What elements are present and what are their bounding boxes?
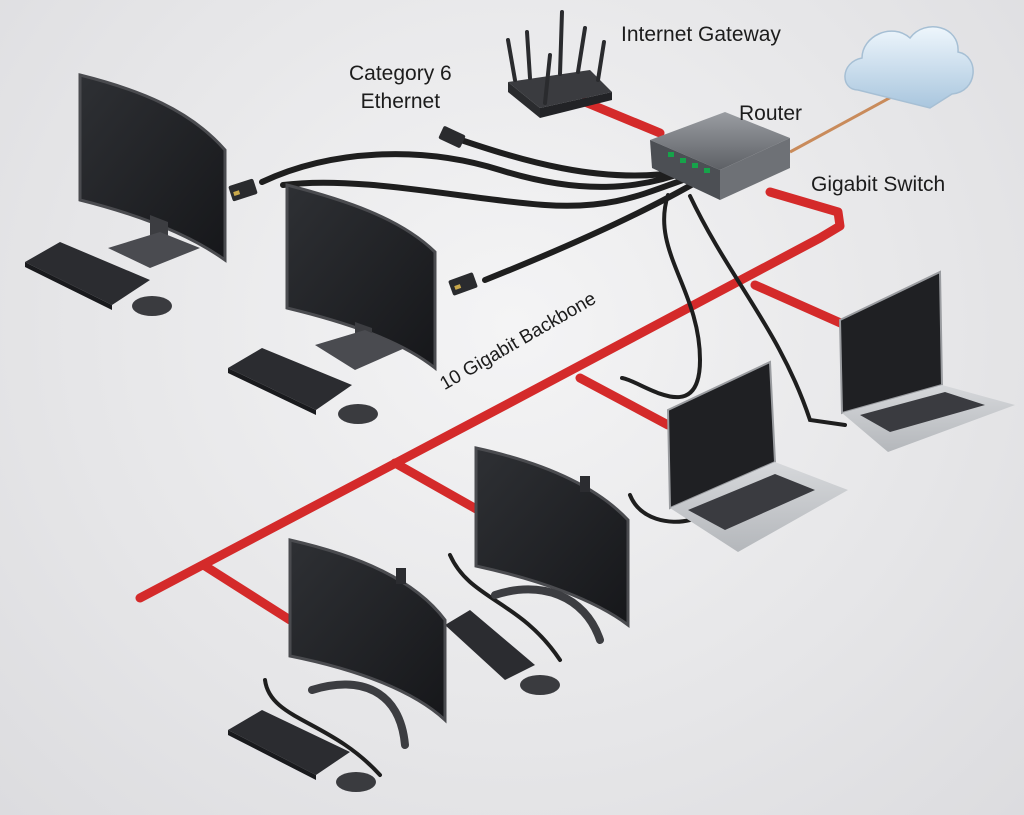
monitor-icon (288, 538, 447, 749)
ethernet-cables (259, 135, 847, 777)
category6-label-line2: Ethernet (360, 90, 441, 113)
category6-ethernet-label: Category 6 Ethernet (349, 60, 452, 116)
laptop-icon (666, 360, 848, 552)
switch-icon (650, 112, 790, 200)
mouse-icon (520, 675, 560, 695)
keyboard-icon (228, 710, 350, 780)
keyboard-icon (445, 610, 535, 680)
mouse-icon (336, 772, 376, 792)
rj45-contacts (233, 190, 462, 290)
mouse-icon (338, 404, 378, 424)
category6-label-line1: Category 6 (349, 62, 452, 85)
monitor-icon (78, 73, 227, 268)
monitor-icon (285, 183, 437, 372)
router-icon (506, 10, 612, 118)
backbone-cable (135, 97, 850, 625)
cloud-icon (844, 26, 974, 109)
monitor-icon (474, 446, 630, 644)
internet-gateway-label: Internet Gateway (621, 23, 781, 46)
keyboard-icon (228, 348, 352, 415)
mouse-icon (132, 296, 172, 316)
keyboard-icon (25, 242, 150, 310)
uplink-cable (789, 93, 896, 154)
router-label: Router (739, 102, 803, 125)
laptop-icon (838, 270, 1015, 452)
gigabit-switch-label: Gigabit Switch (811, 173, 946, 196)
